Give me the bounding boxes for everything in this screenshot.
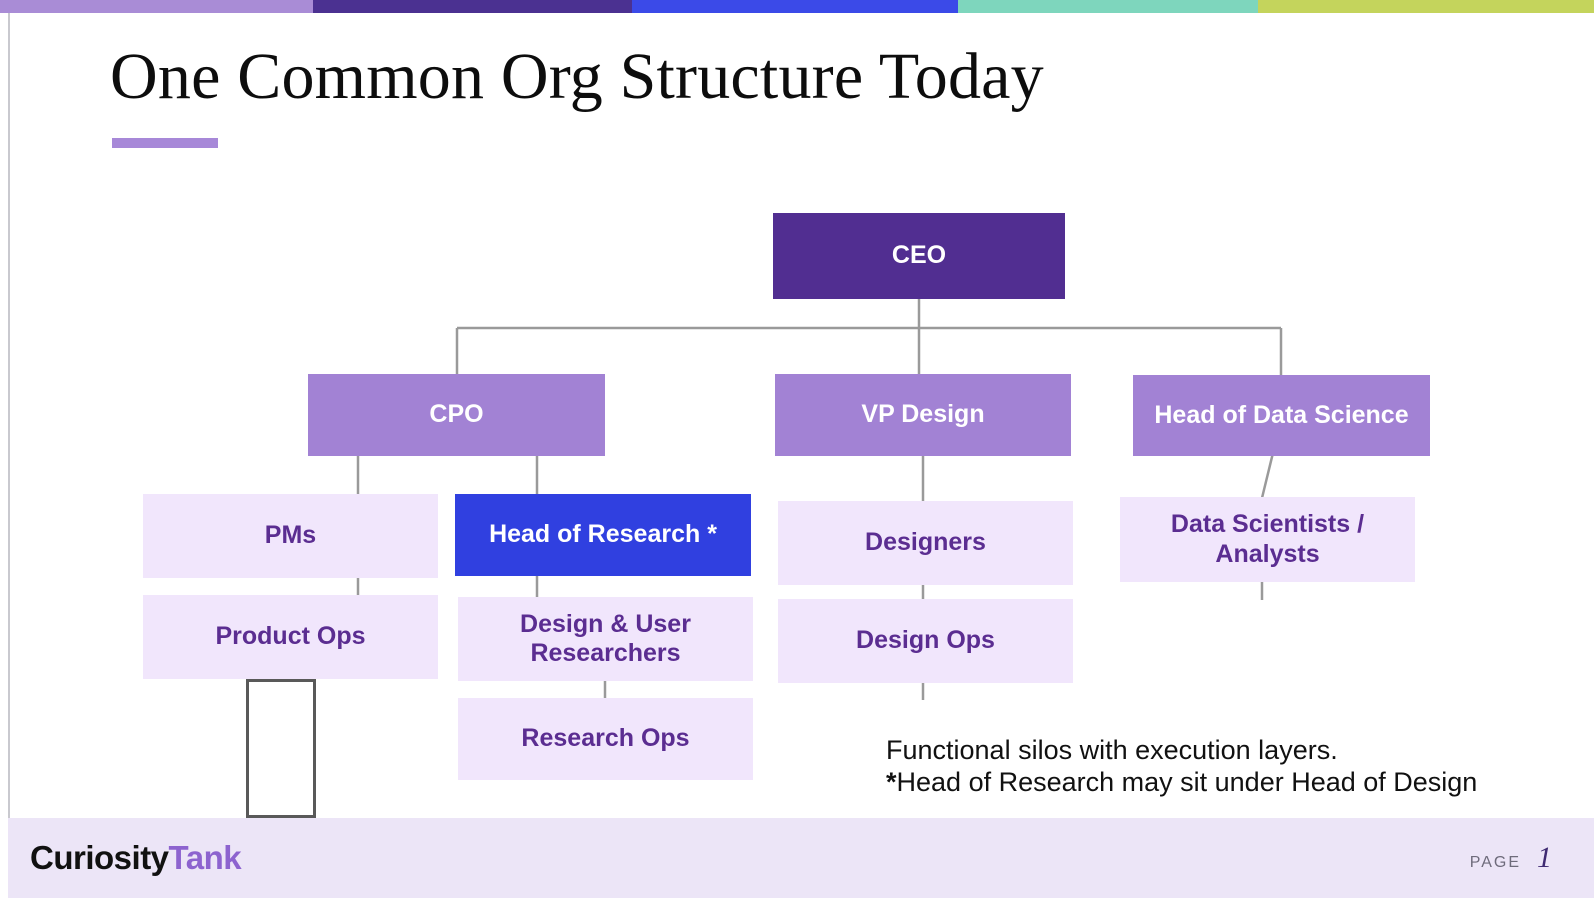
- node-design-ops-label: Design Ops: [856, 626, 995, 655]
- page-indicator: PAGE 1: [1470, 841, 1552, 875]
- node-pms[interactable]: PMs: [143, 494, 438, 578]
- title-accent-underline: [112, 138, 218, 148]
- caption-line-2: *Head of Research may sit under Head of …: [886, 767, 1477, 799]
- node-design-user-researchers-label: Design & User Researchers: [520, 609, 691, 668]
- node-research-ops[interactable]: Research Ops: [458, 698, 753, 780]
- page-number: 1: [1537, 841, 1552, 874]
- node-cpo[interactable]: CPO: [308, 374, 605, 456]
- topbar-segment-blue: [632, 0, 958, 13]
- node-data-scientists-analysts[interactable]: Data Scientists / Analysts: [1120, 497, 1415, 582]
- node-vp-design-label: VP Design: [861, 400, 985, 429]
- topbar-segment-yellow-green: [1258, 0, 1594, 13]
- page-title: One Common Org Structure Today: [110, 40, 1044, 113]
- node-head-of-research[interactable]: Head of Research *: [455, 494, 751, 576]
- node-head-of-research-label: Head of Research *: [489, 520, 717, 549]
- node-designers-label: Designers: [865, 528, 986, 557]
- node-product-ops[interactable]: Product Ops: [143, 595, 438, 679]
- topbar-segment-lavender: [0, 0, 313, 13]
- node-head-of-data-science-label: Head of Data Science: [1154, 400, 1409, 429]
- caption: Functional silos with execution layers. …: [886, 735, 1477, 799]
- node-pms-label: PMs: [264, 521, 317, 550]
- topbar-segment-teal: [958, 0, 1258, 13]
- node-vp-design[interactable]: VP Design: [775, 374, 1071, 456]
- node-data-scientists-analysts-label: Data Scientists / Analysts: [1170, 510, 1365, 568]
- node-design-user-researchers[interactable]: Design & User Researchers: [458, 597, 753, 681]
- page-label: PAGE: [1469, 854, 1521, 871]
- top-color-bar: [0, 0, 1594, 13]
- node-cpo-label: CPO: [429, 400, 484, 429]
- node-designers[interactable]: Designers: [778, 501, 1073, 585]
- caption-line-2-text: Head of Research may sit under Head of D…: [896, 766, 1478, 797]
- empty-placeholder-box[interactable]: [246, 679, 316, 818]
- topbar-segment-deep-purple: [313, 0, 632, 13]
- node-design-ops[interactable]: Design Ops: [778, 599, 1073, 683]
- caption-asterisk: *: [886, 766, 897, 797]
- brand-part-curi: Curi: [30, 839, 95, 876]
- slide-left-rule: [8, 13, 10, 818]
- node-ceo-label: CEO: [891, 241, 947, 270]
- brand-part-sity: sity: [113, 839, 169, 876]
- org-chart: CEO CPO VP Design Head of Data Science P…: [143, 213, 1430, 818]
- node-research-ops-label: Research Ops: [521, 724, 690, 753]
- brand-part-tank: Tank: [168, 839, 242, 876]
- node-head-of-data-science[interactable]: Head of Data Science: [1133, 375, 1430, 456]
- node-product-ops-label: Product Ops: [215, 622, 366, 651]
- node-ceo[interactable]: CEO: [773, 213, 1065, 299]
- magnifier-o-icon: o: [94, 839, 114, 876]
- caption-line-1: Functional silos with execution layers.: [886, 735, 1338, 765]
